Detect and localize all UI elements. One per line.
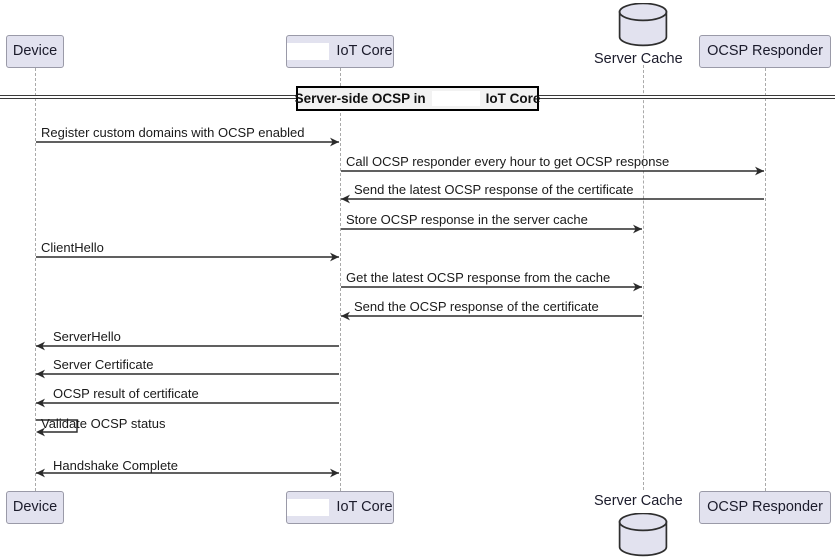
message-label-11: Validate OCSP status (41, 416, 166, 431)
participant-ocsp-responder-top[interactable]: OCSP Responder (699, 35, 831, 68)
participant-ocsp-responder-bottom[interactable]: OCSP Responder (699, 491, 831, 524)
message-label-12: Handshake Complete (53, 458, 179, 473)
message-label-6: Get the latest OCSP response from the ca… (346, 270, 611, 285)
participant-server-cache-label-bottom: Server Cache (594, 493, 683, 509)
participant-iot-core-bottom[interactable]: IoT Core (286, 491, 394, 524)
participant-device-label: Device (12, 499, 58, 516)
message-label-8: ServerHello (53, 329, 121, 344)
participant-iot-core-label: IoT Core (336, 43, 393, 60)
banner-text-after: IoT Core (485, 90, 541, 106)
database-cylinder-icon-server-cache-top[interactable] (618, 2, 668, 47)
participant-server-cache-label-top: Server Cache (594, 51, 683, 67)
participant-iot-core-label: IoT Core (336, 499, 393, 516)
database-cylinder-icon-server-cache-bottom[interactable] (618, 512, 668, 557)
lifeline-device (35, 68, 36, 491)
lifeline-iot-core (340, 68, 341, 491)
message-label-5: ClientHello (41, 240, 104, 255)
participant-device-label: Device (12, 43, 58, 60)
message-label-9: Server Certificate (53, 357, 154, 372)
banner-logo-placeholder-icon (431, 91, 480, 106)
participant-device-top[interactable]: Device (6, 35, 64, 68)
participant-device-bottom[interactable]: Device (6, 491, 64, 524)
banner-text-before: Server-side OCSP in (294, 90, 426, 106)
participant-ocsp-responder-label: OCSP Responder (707, 43, 823, 60)
message-label-1: Register custom domains with OCSP enable… (41, 125, 305, 140)
lifeline-ocsp-responder (765, 68, 766, 491)
lifeline-server-cache (643, 65, 644, 490)
message-label-2: Call OCSP responder every hour to get OC… (346, 154, 670, 169)
participant-iot-core-logo-placeholder-icon (287, 43, 330, 60)
message-label-10: OCSP result of certificate (53, 386, 199, 401)
participant-ocsp-responder-label: OCSP Responder (707, 499, 823, 516)
message-label-3: Send the latest OCSP response of the cer… (354, 182, 634, 197)
participant-iot-core-logo-placeholder-icon (287, 499, 330, 516)
participant-iot-core-top[interactable]: IoT Core (286, 35, 394, 68)
section-title-banner: Server-side OCSP in IoT Core (294, 86, 541, 111)
message-label-7: Send the OCSP response of the certificat… (354, 299, 599, 314)
message-label-4: Store OCSP response in the server cache (346, 212, 588, 227)
